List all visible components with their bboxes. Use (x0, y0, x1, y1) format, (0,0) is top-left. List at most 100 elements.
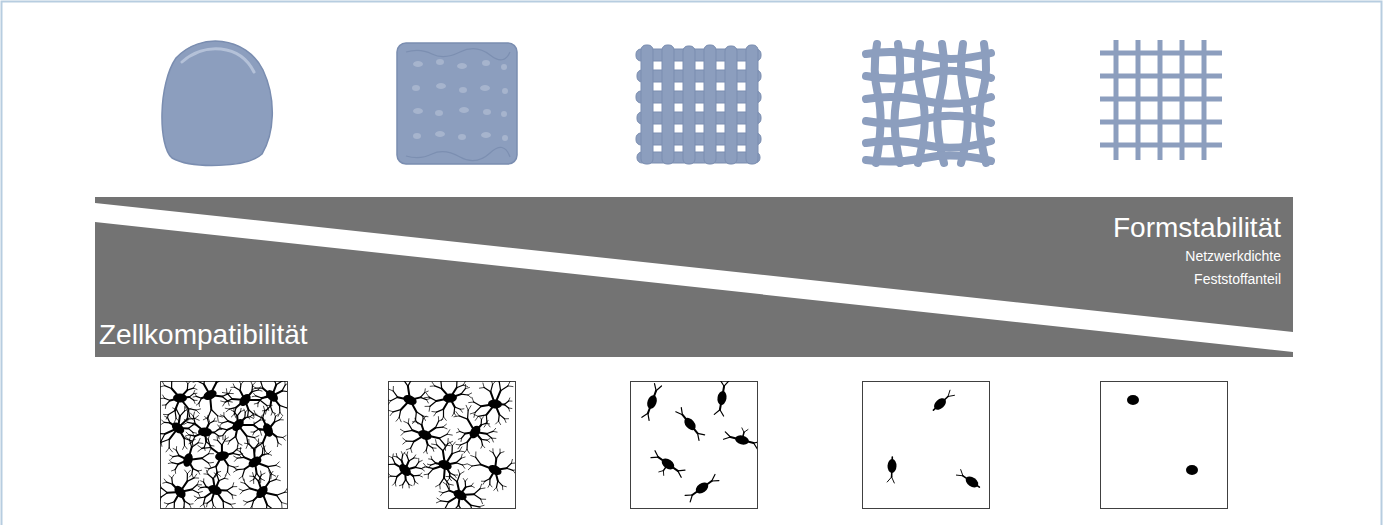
cell-process (198, 403, 200, 406)
cell-process (479, 505, 484, 507)
cell-process (195, 394, 197, 397)
cell (198, 434, 243, 477)
cell-process (403, 480, 406, 485)
cell-process (454, 407, 456, 413)
cell-process (449, 442, 452, 446)
cell-process (192, 442, 193, 446)
cell-process (208, 410, 211, 418)
cell-process (454, 415, 459, 417)
cell-process (216, 466, 217, 473)
cell-process (438, 417, 439, 422)
cell-process (253, 383, 256, 386)
cell-process (233, 449, 238, 454)
cell-process (166, 448, 169, 452)
cell-process (389, 456, 393, 458)
band-heading: Formstabilität (1113, 211, 1281, 245)
cell-process (471, 505, 480, 507)
cell-process (204, 504, 206, 508)
cell-process (458, 445, 461, 449)
cell (422, 439, 466, 490)
cell-process (471, 456, 476, 458)
cell-process (454, 505, 458, 508)
cell-process (648, 413, 649, 420)
cell-process (481, 439, 487, 441)
cell-process (220, 415, 224, 416)
cell-process (413, 475, 419, 477)
cell-process (270, 406, 272, 412)
cell-process (255, 436, 259, 438)
cell (651, 451, 685, 478)
cell-process (222, 435, 223, 439)
cell (217, 408, 266, 448)
cell-process (269, 475, 270, 482)
cell-body (467, 424, 482, 441)
cell-process (470, 412, 475, 414)
cell-process (416, 422, 421, 425)
band-subtext: Netzwerkdichte (1113, 245, 1281, 268)
cell-process (432, 382, 435, 386)
cell-process (253, 393, 255, 396)
cell-process (217, 428, 221, 430)
cell-process (243, 469, 245, 476)
cell-process (449, 473, 450, 478)
cell-process (199, 398, 202, 403)
cell-process (424, 474, 428, 476)
cell-process (170, 455, 173, 457)
cell-process (269, 479, 276, 482)
cell-body (172, 484, 188, 501)
cell-process (217, 416, 222, 417)
cell-process (472, 465, 481, 466)
cell-process (163, 414, 168, 415)
cell-process (449, 472, 451, 477)
cell-process (185, 470, 188, 474)
cell-process (172, 463, 178, 464)
cell (239, 471, 287, 508)
cell-process (642, 413, 648, 417)
cell-group (388, 381, 515, 508)
cell-process (252, 385, 255, 388)
cell-process (400, 429, 404, 432)
cell-process (456, 381, 458, 388)
cell-process (244, 409, 245, 412)
cell-process (481, 499, 486, 500)
cell-process (742, 428, 744, 432)
cell-process (471, 483, 473, 486)
cell-process (184, 422, 188, 424)
cell-process (458, 470, 460, 475)
cell-process (166, 504, 168, 507)
cell-process (269, 471, 271, 475)
cell-process (236, 437, 239, 444)
cell-process (496, 453, 500, 459)
cell-process (202, 447, 211, 449)
cell-process (192, 474, 194, 477)
cell-process (402, 485, 403, 488)
cell-process (185, 408, 188, 412)
cell-process (439, 434, 447, 438)
cell (714, 381, 729, 416)
cell-process (496, 421, 499, 424)
cell-process (424, 463, 427, 466)
cell-process (225, 436, 226, 440)
cell-process (286, 408, 287, 411)
cell-process (656, 386, 661, 391)
cell-process (427, 464, 430, 465)
cell-process (456, 463, 462, 465)
cell-process (277, 492, 285, 495)
cell-process (246, 444, 248, 449)
cell-process (214, 418, 215, 421)
cell-process (200, 504, 203, 507)
cell-process (259, 475, 262, 481)
cell-body (247, 454, 264, 469)
cell-process (413, 476, 415, 482)
cell-process (245, 410, 247, 413)
cell-process (445, 502, 449, 508)
cell-process (176, 450, 179, 455)
cell-process (482, 417, 484, 420)
cell-process (509, 398, 510, 401)
cell-process (212, 505, 213, 508)
cell-process (493, 453, 496, 459)
cell-body (207, 483, 223, 497)
cell-process (252, 500, 254, 507)
cell-process (197, 481, 199, 485)
cell-process (209, 463, 211, 467)
